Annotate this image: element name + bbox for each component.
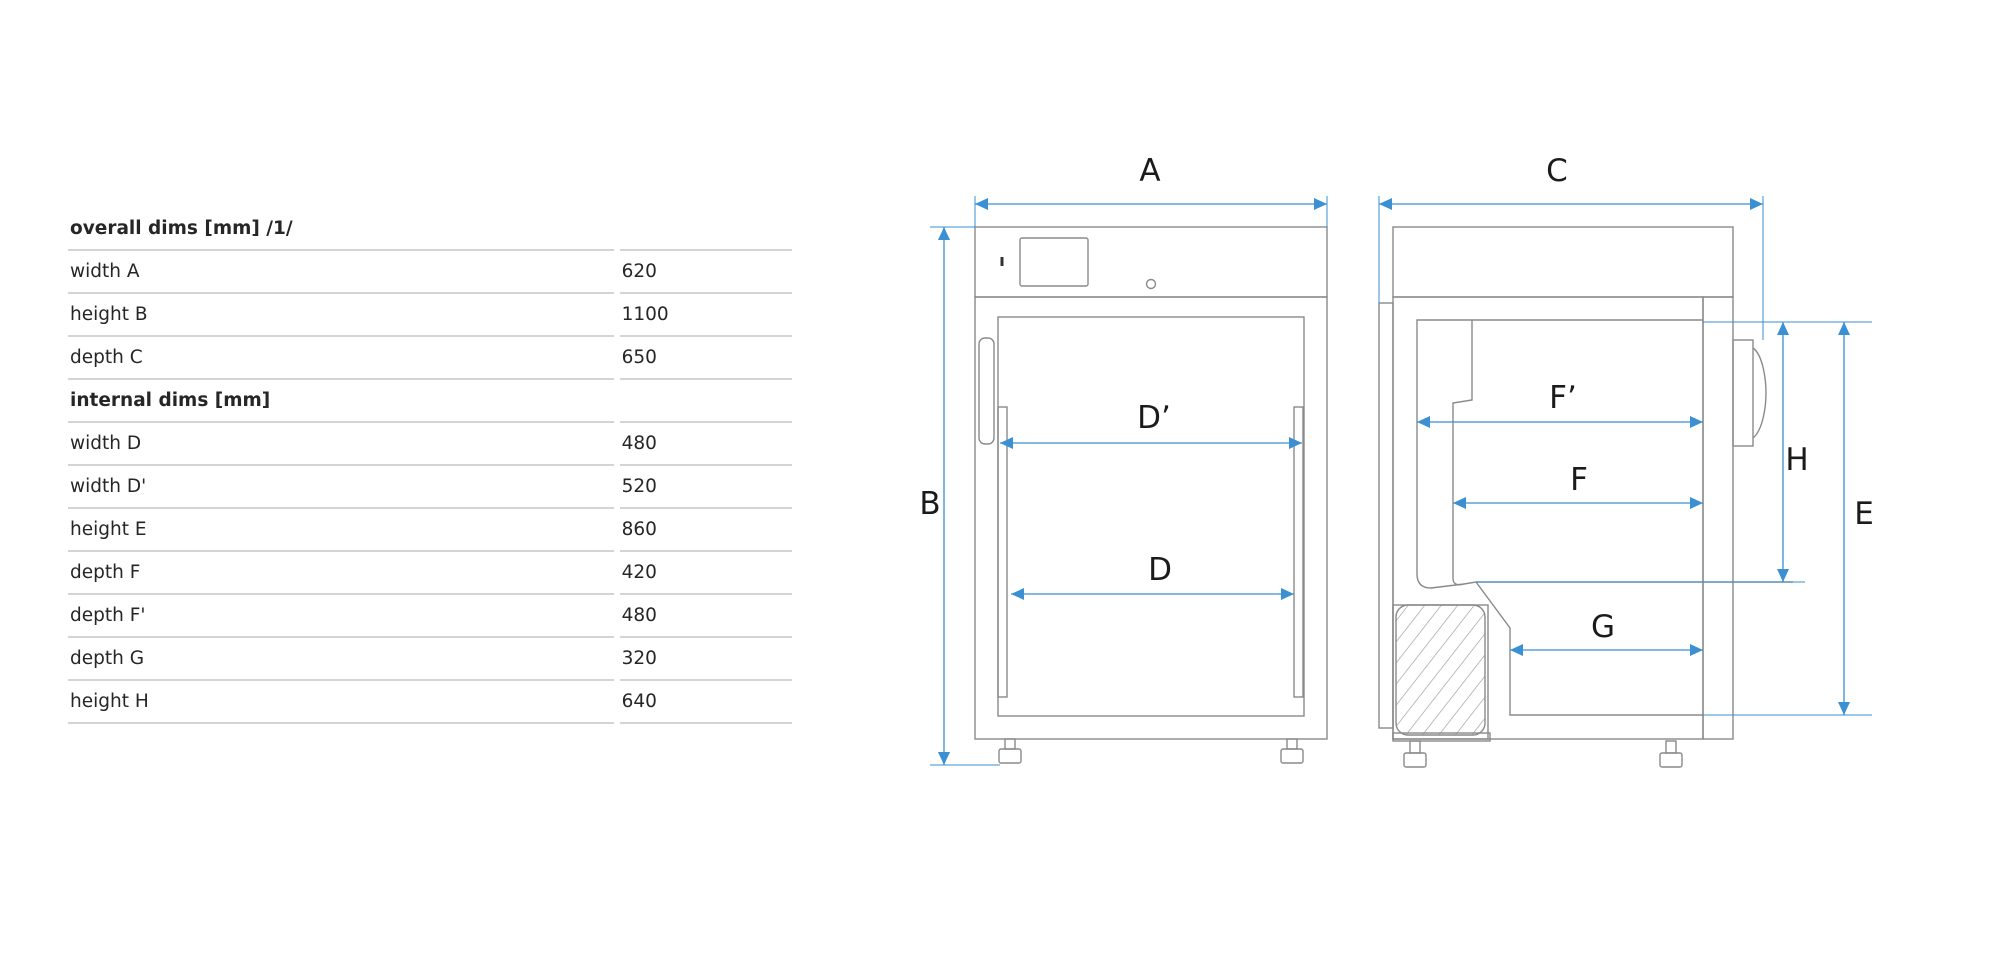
interior-shelf-step — [1452, 320, 1473, 586]
front-right-foot — [1286, 738, 1298, 750]
dimension-lines — [930, 196, 1872, 766]
dimension-e-arrow-bottom — [1838, 702, 1850, 715]
row-value: 640 — [619, 681, 792, 724]
row-value: 420 — [619, 552, 792, 595]
side-left-foot — [1409, 740, 1421, 754]
side-door-edge — [1378, 302, 1394, 729]
dimension-c-arrow-left — [1379, 198, 1392, 210]
dimension-g-arrow-right — [1690, 644, 1703, 656]
side-left-foot-pad — [1403, 752, 1427, 768]
row-value: 620 — [619, 251, 792, 294]
dimension-h-arrow-bottom — [1777, 569, 1789, 582]
dimension-label-a: A — [1139, 153, 1160, 189]
dimension-label-h: H — [1785, 442, 1808, 478]
dimension-label-f-prime: F’ — [1549, 380, 1577, 416]
row-label: width D' — [68, 466, 614, 509]
dimension-g-arrow-left — [1510, 644, 1523, 656]
row-label: width A — [68, 251, 614, 294]
dimension-d-prime-arrow-left — [1000, 437, 1013, 449]
row-label: overall dims [mm] /1/ — [68, 208, 614, 251]
row-label: height E — [68, 509, 614, 552]
row-label: depth F — [68, 552, 614, 595]
dimension-label-e: E — [1854, 496, 1874, 532]
side-right-foot — [1665, 740, 1677, 754]
dimension-label-b: B — [919, 486, 940, 522]
row-label: depth F' — [68, 595, 614, 638]
row-value: 520 — [619, 466, 792, 509]
dimension-f-prime-arrow-right — [1690, 416, 1703, 428]
right-rail — [1293, 406, 1304, 698]
dimension-e-arrow-top — [1838, 322, 1850, 335]
row-value: 480 — [619, 595, 792, 638]
table-row: width D'520 — [68, 466, 792, 509]
row-value: 320 — [619, 638, 792, 681]
front-body — [974, 296, 1328, 740]
row-label: depth C — [68, 337, 614, 380]
dimension-label-d-prime: D’ — [1137, 400, 1171, 436]
dimension-d-arrow-right — [1281, 588, 1294, 600]
table-section-header: overall dims [mm] /1/ — [68, 208, 792, 251]
row-label: depth G — [68, 638, 614, 681]
row-value — [619, 208, 792, 251]
door-handle — [978, 337, 995, 445]
row-value — [619, 380, 792, 423]
dimension-label-g: G — [1591, 609, 1615, 645]
row-value: 650 — [619, 337, 792, 380]
row-label: height H — [68, 681, 614, 724]
dimension-d-prime-arrow-right — [1289, 437, 1302, 449]
dimension-f-arrow-right — [1690, 497, 1703, 509]
side-base — [1392, 732, 1491, 742]
dimension-d-arrow-left — [1011, 588, 1024, 600]
dimension-b-arrow-top — [938, 227, 950, 240]
dimension-a-arrow-left — [975, 198, 988, 210]
left-rail — [997, 406, 1008, 698]
front-left-foot-pad — [998, 748, 1022, 764]
front-display-screen — [1019, 237, 1089, 287]
front-right-foot-pad — [1280, 748, 1304, 764]
dimension-a-arrow-right — [1314, 198, 1327, 210]
row-label: width D — [68, 423, 614, 466]
dimension-label-c: C — [1546, 153, 1568, 189]
side-right-foot-pad — [1659, 752, 1683, 768]
side-view — [1378, 226, 1793, 768]
interior-outline — [1416, 319, 1703, 716]
dimension-h-arrow-top — [1777, 322, 1789, 335]
row-value: 1100 — [619, 294, 792, 337]
indicator-light-icon — [1145, 278, 1157, 290]
compressor-unit — [1395, 604, 1486, 736]
table-row: depth F'480 — [68, 595, 792, 638]
side-top-panel — [1392, 226, 1734, 298]
front-left-foot — [1004, 738, 1016, 750]
row-value: 860 — [619, 509, 792, 552]
row-value: 480 — [619, 423, 792, 466]
table-section-header: internal dims [mm] — [68, 380, 792, 423]
dimension-c-arrow-right — [1750, 198, 1763, 210]
side-handle — [1752, 347, 1767, 439]
row-label: height B — [68, 294, 614, 337]
dimension-f-arrow-left — [1453, 497, 1466, 509]
front-view — [974, 226, 1328, 764]
side-handle-mount — [1732, 339, 1754, 447]
dimension-label-f: F — [1570, 462, 1588, 498]
front-glass-door — [997, 316, 1305, 717]
dimension-f-prime-arrow-left — [1417, 416, 1430, 428]
side-door-profile — [1702, 296, 1734, 740]
row-label: internal dims [mm] — [68, 380, 614, 423]
dimension-b-arrow-bottom — [938, 752, 950, 765]
dimension-label-d: D — [1148, 552, 1172, 588]
